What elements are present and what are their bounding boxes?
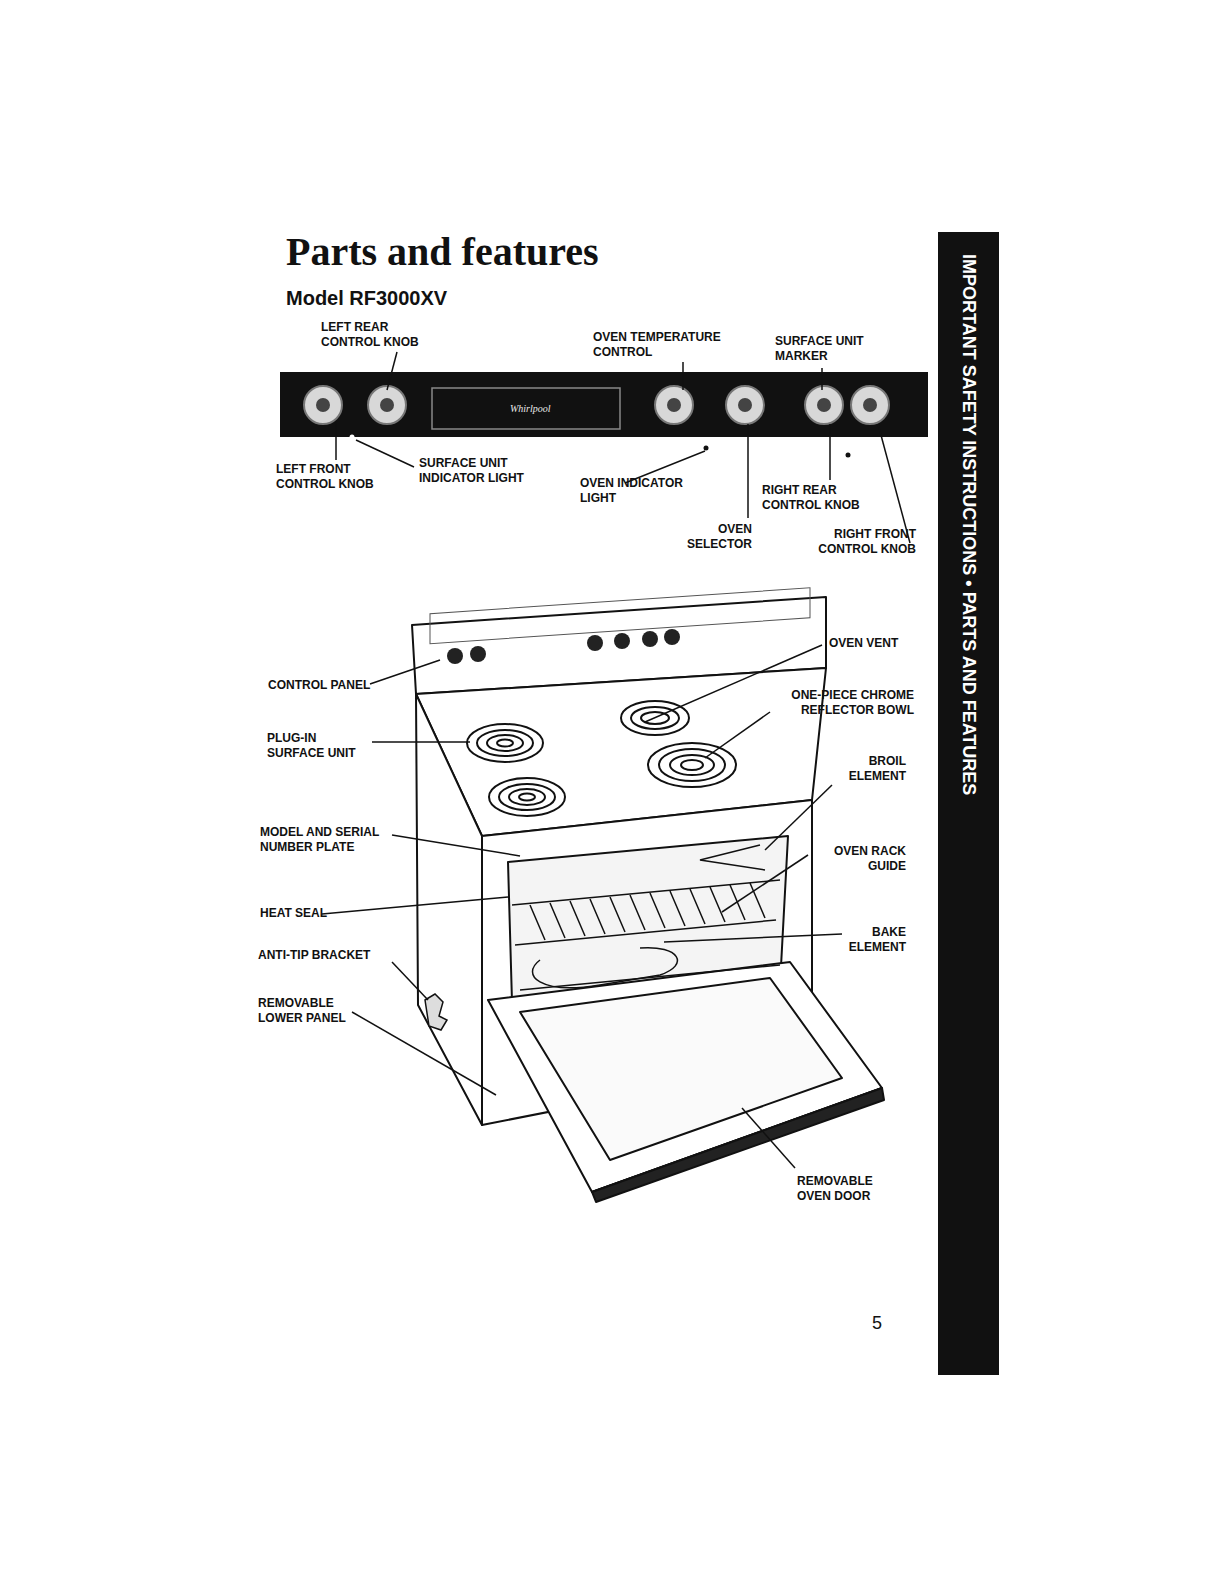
part-callout: SURFACE UNIT INDICATOR LIGHT: [419, 456, 559, 486]
part-callout: BAKE ELEMENT: [821, 925, 906, 955]
part-callout: SURFACE UNIT MARKER: [775, 334, 885, 364]
brand-logo: Whirlpool: [510, 403, 551, 416]
part-callout: BROIL ELEMENT: [821, 754, 906, 784]
part-callout: LEFT FRONT CONTROL KNOB: [276, 462, 376, 492]
part-callout: HEAT SEAL: [260, 906, 327, 921]
side-tab-band: IMPORTANT SAFETY INSTRUCTIONS • PARTS AN…: [938, 232, 999, 1375]
part-callout: LEFT REAR CONTROL KNOB: [321, 320, 421, 350]
part-callout: OVEN RACK GUIDE: [816, 844, 906, 874]
part-callout: RIGHT REAR CONTROL KNOB: [762, 483, 867, 513]
part-callout: OVEN TEMPERATURE CONTROL: [593, 330, 743, 360]
part-callout: PLUG-IN SURFACE UNIT: [267, 731, 367, 761]
part-callout: REMOVABLE OVEN DOOR: [797, 1174, 892, 1204]
part-callout: ANTI-TIP BRACKET: [258, 948, 370, 963]
page-number: 5: [872, 1312, 882, 1335]
part-callout: CONTROL PANEL: [268, 678, 370, 693]
part-callout: RIGHT FRONT CONTROL KNOB: [796, 527, 916, 557]
part-callout: REMOVABLE LOWER PANEL: [258, 996, 353, 1026]
tab-heading: IMPORTANT SAFETY INSTRUCTIONS • PARTS AN…: [958, 254, 980, 795]
part-callout: OVEN SELECTOR: [677, 522, 752, 552]
model-number: Model RF3000XV: [286, 286, 447, 311]
page-title: Parts and features: [286, 228, 599, 275]
part-callout: OVEN VENT: [829, 636, 898, 651]
part-callout: OVEN INDICATOR LIGHT: [580, 476, 715, 506]
part-callout: ONE-PIECE CHROME REFLECTOR BOWL: [764, 688, 914, 718]
part-callout: MODEL AND SERIAL NUMBER PLATE: [260, 825, 390, 855]
